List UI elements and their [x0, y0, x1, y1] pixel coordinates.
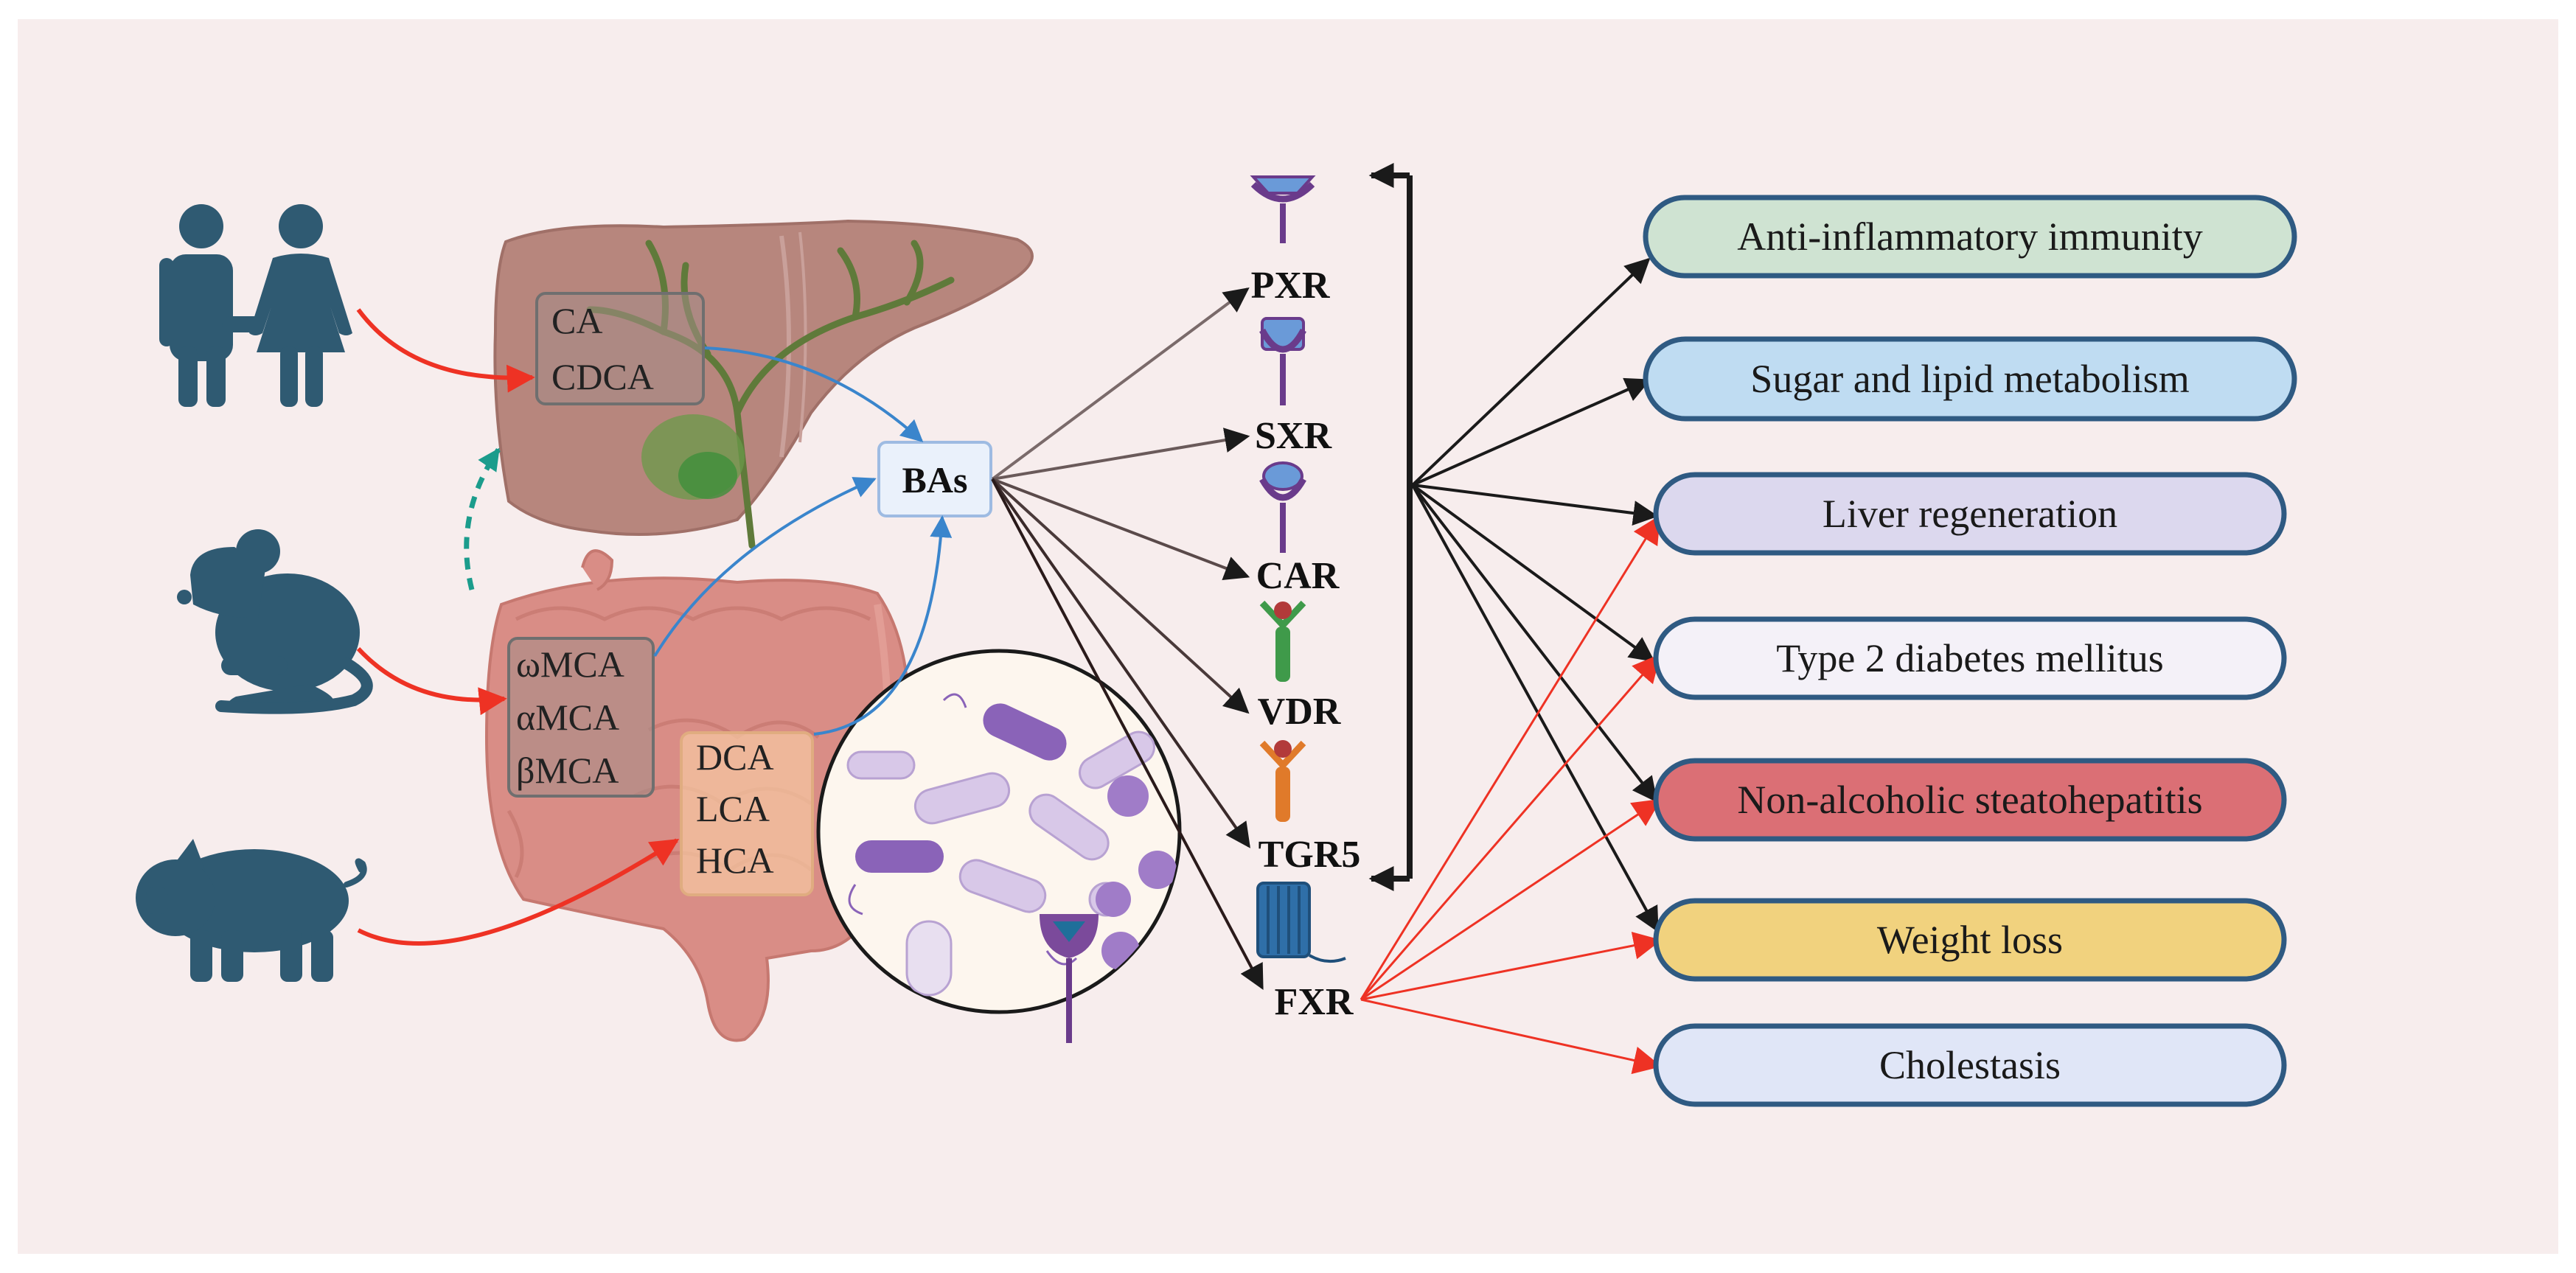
receptor-icon [1040, 914, 1099, 1043]
liver-acid-box: CA CDCA [535, 292, 705, 405]
secondary-to-bas-arrow [813, 515, 953, 736]
gut-to-liver-dashed-arrow [464, 447, 501, 590]
outcome-pill [1653, 758, 2287, 842]
secondary-acid-label: LCA [696, 788, 770, 829]
liver-acid-label: CDCA [551, 356, 654, 397]
bas-to-receptor-arrows [991, 287, 1264, 991]
mouse-acids-to-bas-arrow [653, 477, 877, 658]
receptor-icon [1259, 317, 1306, 405]
secondary-acid-box: DCA LCA HCA [680, 731, 814, 896]
liver-to-bas-arrow [704, 346, 924, 443]
outcome-label: Type 2 diabetes mellitus [1776, 636, 2164, 680]
receptor-label-fxr: FXR [1275, 981, 1354, 1023]
outcome-box: Type 2 diabetes mellitus [1653, 616, 2287, 700]
outcome-pill [1653, 616, 2287, 700]
receptor-icon [1256, 882, 1346, 963]
bas-node: BAs [877, 441, 992, 517]
receptor-label-sxr: SXR [1255, 415, 1332, 457]
mouse-acid-label: ωMCA [516, 644, 624, 685]
secondary-acid-label: DCA [696, 736, 774, 778]
mouse-acid-box: ωMCA αMCA βMCA [507, 637, 655, 798]
fxr-to-outcome-arrows [1360, 515, 1662, 1075]
outcome-label: Sugar and lipid metabolism [1750, 357, 2189, 401]
receptor-icon [1259, 740, 1306, 822]
outcome-pill [1653, 898, 2287, 982]
outcome-box: Non-alcoholic steatohepatitis [1653, 758, 2287, 842]
mouse-acid-label: αMCA [516, 697, 619, 738]
receptor-label-vdr: VDR [1258, 691, 1342, 733]
human-to-liver-arrow [356, 308, 535, 393]
secondary-acid-label: HCA [696, 840, 774, 881]
outcome-box: Anti-inflammatory immunity [1643, 195, 2297, 279]
receptor-label-car: CAR [1256, 555, 1340, 597]
human-couple-icon [159, 204, 352, 407]
pig-icon [136, 839, 367, 982]
mouse-icon [177, 529, 373, 714]
outcome-label: Non-alcoholic steatohepatitis [1737, 778, 2202, 822]
receptor-label-tgr5: TGR5 [1259, 834, 1361, 876]
bracket-to-outcome-arrows [1411, 257, 1659, 932]
receptor-labels: PXR SXR CAR VDR TGR5 FXR [1251, 265, 1361, 1023]
outcome-label: Cholestasis [1879, 1043, 2061, 1087]
blue-arrows [653, 346, 953, 736]
gut-microbiota-icon [816, 649, 1182, 1014]
outcome-pill [1643, 336, 2297, 422]
outcome-box: Liver regeneration [1653, 472, 2287, 556]
outcome-pill [1653, 1023, 2287, 1107]
bas-label: BAs [902, 459, 968, 501]
liver-acid-label: CA [551, 300, 602, 341]
outcome-box: Weight loss [1653, 898, 2287, 982]
receptor-label-pxr: PXR [1251, 265, 1331, 307]
outcome-label: Liver regeneration [1823, 492, 2117, 536]
outcome-pill [1653, 472, 2287, 556]
outcome-box: Sugar and lipid metabolism [1643, 336, 2297, 422]
receptor-icon [1259, 461, 1306, 553]
mouse-acid-label: βMCA [516, 750, 619, 791]
outcome-pill [1643, 195, 2297, 279]
pig-to-secondary-arrow [357, 838, 680, 946]
receptor-icon [1259, 600, 1306, 682]
red-input-arrows [356, 308, 680, 946]
receptor-icon [1250, 175, 1316, 243]
outcome-label: Anti-inflammatory immunity [1737, 215, 2202, 259]
receptor-bracket [1368, 163, 1413, 891]
outcome-box: Cholestasis [1653, 1023, 2287, 1107]
mouse-to-box-arrow [356, 646, 507, 716]
outcome-label: Weight loss [1877, 918, 2063, 962]
